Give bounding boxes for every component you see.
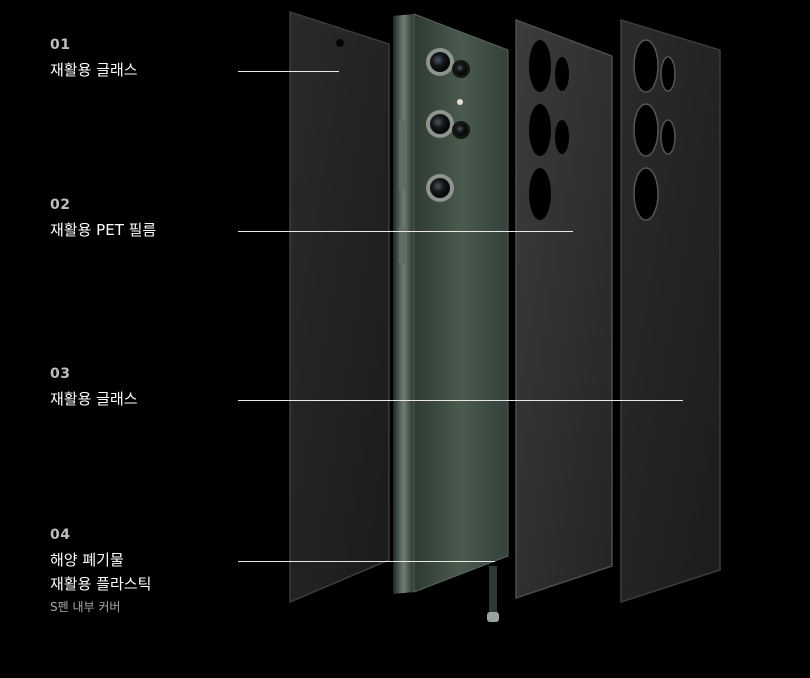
callout-label-line-2: 재활용 플라스틱 [50,575,152,593]
callout-label: 해양 폐기물 [50,551,124,569]
callout-number: 01 [50,37,71,53]
callout-label: 재활용 PET 필름 [50,221,157,239]
callout-number: 04 [50,527,71,543]
phone-body [393,13,509,622]
callout-number: 03 [50,366,71,382]
leader-line-01 [238,71,339,72]
callout-note: S펜 내부 커버 [50,600,121,614]
side-button [399,120,406,190]
callout-03: 03 재활용 글래스 [50,365,138,411]
front-glass-panel [289,10,390,604]
camera-lenses [426,48,470,202]
front-camera-hole [336,39,344,47]
callout-01: 01 재활용 글래스 [50,36,138,82]
leader-line-04 [238,561,495,562]
leader-line-03 [238,400,683,401]
callout-02: 02 재활용 PET 필름 [50,196,156,242]
back-glass-panel [620,18,721,604]
pet-film-panel [515,18,613,600]
callout-number: 02 [50,197,71,213]
s-pen [487,566,499,622]
callout-label: 재활용 글래스 [50,61,138,79]
leader-line-02 [238,231,573,232]
callout-04: 04 해양 폐기물 재활용 플라스틱 S펜 내부 커버 [50,526,151,615]
callout-label: 재활용 글래스 [50,390,138,408]
power-button [399,226,406,264]
